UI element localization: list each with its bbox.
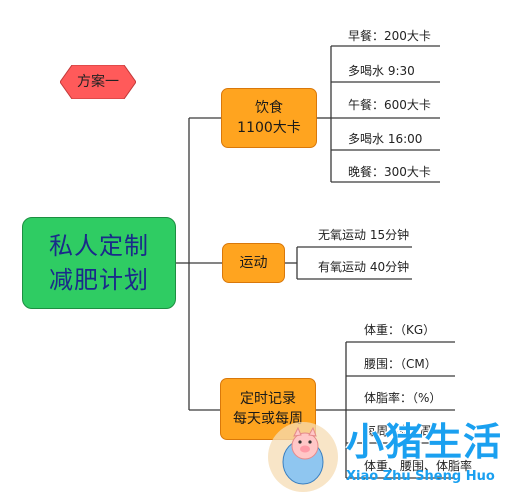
leaf-biweekly[interactable]: 每周或每2周 [364, 424, 432, 438]
badge-shape [60, 65, 136, 99]
leaf-water-afternoon[interactable]: 多喝水 16:00 [348, 132, 423, 146]
branch-sport[interactable]: 运动 [222, 243, 285, 283]
root-title-line2: 减肥计划 [49, 266, 149, 294]
leaf-waist[interactable]: 腰围：（CM） [364, 357, 437, 371]
leaf-anaerobic[interactable]: 无氧运动 15分钟 [318, 228, 410, 242]
leaf-breakfast[interactable]: 早餐：200大卡 [348, 29, 431, 43]
branch-diet-line2: 1100大卡 [237, 120, 301, 136]
badge-label: 方案一 [77, 74, 119, 90]
leaf-weight[interactable]: 体重：（KG） [364, 323, 436, 337]
pig-mascot-icon [268, 422, 338, 492]
leaf-water-morning[interactable]: 多喝水 9:30 [348, 64, 415, 78]
branch-sport-label: 运动 [239, 255, 268, 271]
leaf-aerobic[interactable]: 有氧运动 40分钟 [318, 260, 410, 274]
branch-diet[interactable]: 饮食 1100大卡 [221, 88, 317, 148]
watermark-subtitle: Xiao Zhu Sheng Huo [346, 469, 495, 484]
watermark: 小猪生活 Xiao Zhu Sheng Huo [268, 418, 504, 498]
leaf-bodyfat[interactable]: 体脂率：（%） [364, 391, 442, 405]
leaf-lunch[interactable]: 午餐：600大卡 [348, 98, 431, 112]
root-node[interactable]: 私人定制 减肥计划 [22, 217, 176, 309]
branch-record-line2: 每天或每周 [233, 411, 303, 427]
root-title-line1: 私人定制 [49, 232, 149, 260]
branch-record-line1: 定时记录 [240, 391, 296, 407]
branch-diet-line1: 饮食 [255, 100, 283, 116]
plan-badge: 方案一 [60, 65, 136, 99]
leaf-summary[interactable]: 体重、腰围、体脂率 [364, 459, 473, 473]
leaf-dinner[interactable]: 晚餐：300大卡 [348, 165, 431, 179]
watermark-title: 小猪生活 [346, 420, 503, 464]
